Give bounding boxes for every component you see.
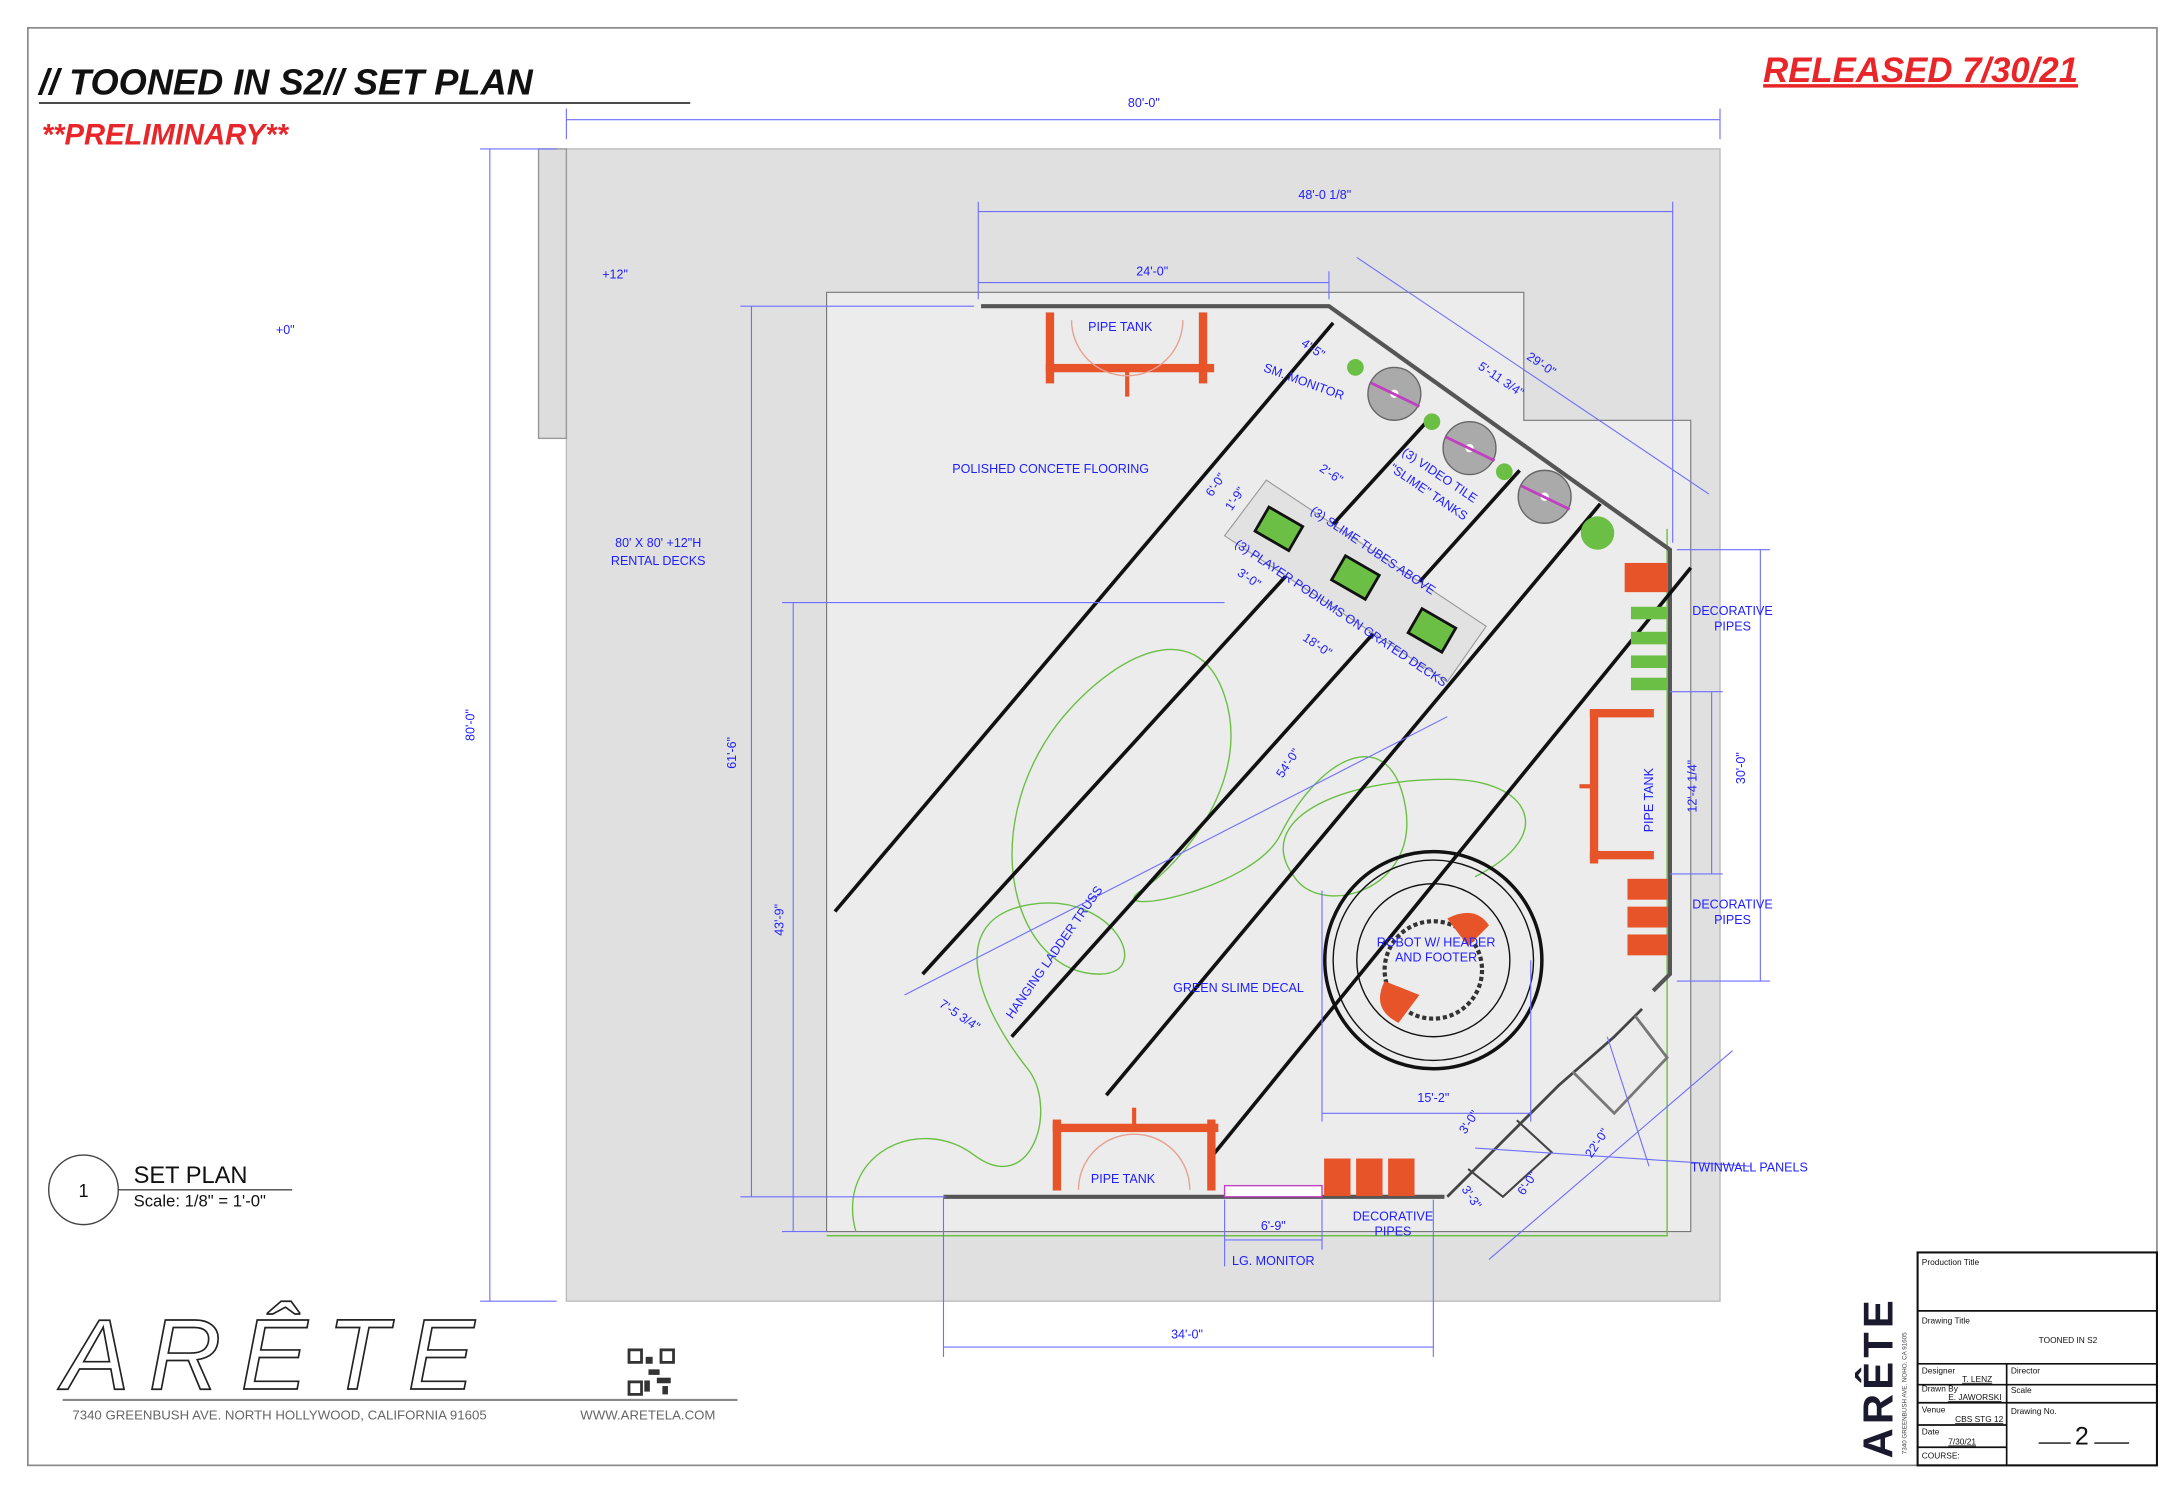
designer-value: T. LENZ — [1962, 1374, 1992, 1384]
title-block: ARÊTE 7340 GREENBUSH AVE. NOHO, CA 91605… — [1854, 1251, 2158, 1467]
drawing-tag-scale: Scale: 1/8" = 1'-0" — [134, 1192, 266, 1211]
dim-lg-monitor: 6'-9" — [1261, 1219, 1286, 1233]
drawn-by-value: E. JAWORSKI — [1948, 1392, 2001, 1402]
slime-decal-label: GREEN SLIME DECAL — [1173, 981, 1304, 995]
dim-robot: 15'-2" — [1417, 1091, 1449, 1105]
pipe-tank-right-label: PIPE TANK — [1642, 767, 1656, 832]
slime-decal — [851, 648, 1527, 1232]
robot-label: AND FOOTER — [1395, 951, 1477, 965]
twinwall-panel-run — [1446, 1007, 1644, 1198]
slime-tank — [1367, 366, 1422, 421]
course-label: COURSE: — [1922, 1450, 1960, 1460]
dim-overall-width: 80'-0" — [1128, 96, 1160, 110]
venue-value: CBS STG 12 — [1955, 1414, 2004, 1424]
flooring-label: POLISHED CONCETE FLOORING — [952, 462, 1149, 476]
drawing-no-value: 2 — [2075, 1422, 2089, 1450]
dim-inner-depth: 43'-9" — [772, 904, 786, 936]
slime-pump — [1580, 516, 1615, 550]
sheet-title: // TOONED IN S2// SET PLAN — [37, 62, 534, 103]
rental-decks-label: RENTAL DECKS — [611, 554, 706, 568]
preliminary-label: **PRELIMINARY** — [42, 120, 290, 152]
pipe-tank-bottom — [1052, 1107, 1219, 1191]
drawing-tag-title: SET PLAN — [134, 1163, 248, 1189]
qr-code[interactable] — [627, 1348, 675, 1396]
dim-overall-depth: 80'-0" — [464, 709, 478, 741]
robot-label: ROBOT W/ HEADER — [1377, 935, 1496, 949]
footer-website[interactable]: WWW.ARETELA.COM — [580, 1407, 715, 1422]
footer-address: 7340 GREENBUSH AVE. NORTH HOLLYWOOD, CAL… — [72, 1407, 486, 1422]
lg-monitor — [1223, 1184, 1323, 1198]
back-wall — [981, 304, 1672, 993]
floor-outline — [826, 528, 1668, 1237]
slime-tank — [1442, 420, 1497, 476]
ladder-truss — [1209, 566, 1693, 1159]
pipe-tank-right — [1579, 709, 1654, 864]
drawing-number: 1 — [78, 1181, 88, 1201]
pipe-tank-bottom-label: PIPE TANK — [1091, 1172, 1156, 1186]
dim-right-pipes: 30'-0" — [1734, 752, 1748, 784]
date-value: 7/30/21 — [1948, 1436, 1976, 1446]
pipe-tank-top-label: PIPE TANK — [1088, 320, 1153, 334]
dim-front-width: 34'-0" — [1171, 1328, 1203, 1342]
slime-tank — [1517, 469, 1572, 524]
drawing-no-label: Drawing No. — [2011, 1406, 2057, 1416]
scale-label: Scale — [2011, 1385, 2032, 1395]
slime-tube — [1423, 413, 1441, 431]
decorative-pipes-label: PIPES — [1375, 1225, 1412, 1239]
drawing-title-label: Drawing Title — [1922, 1315, 1971, 1325]
player-podium — [1253, 505, 1305, 553]
director-label: Director — [2011, 1366, 2040, 1376]
ladder-truss — [921, 416, 1432, 976]
dimension-lines — [480, 108, 1771, 1357]
dim-back-wall: 24'-0" — [1136, 265, 1168, 279]
lg-monitor-label: LG. MONITOR — [1232, 1254, 1315, 1268]
decorative-pipes-label: DECORATIVE — [1692, 898, 1772, 912]
robot-arm — [1379, 981, 1420, 1023]
ladder-truss — [1010, 469, 1521, 1038]
dim-right-tank: 12'-4 1/4" — [1685, 760, 1699, 813]
dim-stage-depth: 61'-6" — [725, 737, 739, 769]
title-block-logo: ARÊTE — [1854, 1296, 1902, 1458]
decorative-pipes-label: DECORATIVE — [1353, 1209, 1433, 1223]
dim-stage-width: 48'-0 1/8" — [1298, 188, 1351, 202]
decorative-pipes-bottom — [1324, 1158, 1415, 1197]
decorative-pipes-label: DECORATIVE — [1692, 604, 1772, 618]
rental-decks-label: 80' X 80' +12"H — [615, 536, 701, 550]
decorative-pipes-right-lower — [1627, 878, 1668, 956]
pipe-tank-top — [1045, 312, 1215, 397]
player-podium — [1406, 606, 1458, 655]
slime-tube — [1495, 463, 1513, 481]
drawn-by-label: Drawn By — [1922, 1384, 1959, 1394]
player-podium — [1329, 553, 1382, 602]
ladder-truss — [1104, 502, 1602, 1097]
date-label: Date — [1922, 1427, 1940, 1437]
arete-logo: ARÊTE — [58, 1299, 494, 1411]
robot-platform — [1323, 849, 1544, 1071]
twinwall-panel — [1571, 1015, 1669, 1116]
slime-tube — [1347, 359, 1364, 376]
designer-label: Designer — [1922, 1366, 1956, 1376]
robot-arm — [1447, 912, 1489, 947]
venue-label: Venue — [1922, 1404, 1946, 1414]
deck-height-label: +12" — [602, 267, 628, 281]
deck-stair — [537, 148, 568, 440]
released-stamp: RELEASED 7/30/21 — [1763, 52, 2078, 90]
production-title-label: Production Title — [1922, 1257, 1980, 1267]
twinwall-label: TWINWALL PANELS — [1691, 1161, 1808, 1175]
decorative-pipes-label: PIPES — [1714, 913, 1751, 927]
floor-height-label: +0" — [276, 323, 295, 337]
decorative-pipes-label: PIPES — [1714, 619, 1751, 633]
decorative-pipes-right-upper — [1624, 562, 1668, 691]
drawing-title: TOONED IN S2 — [2039, 1335, 2098, 1345]
title-block-logo-address: 7340 GREENBUSH AVE. NOHO, CA 91605 — [1901, 1332, 1908, 1454]
twinwall-panel — [1467, 1119, 1554, 1199]
ladder-truss — [833, 321, 1335, 913]
